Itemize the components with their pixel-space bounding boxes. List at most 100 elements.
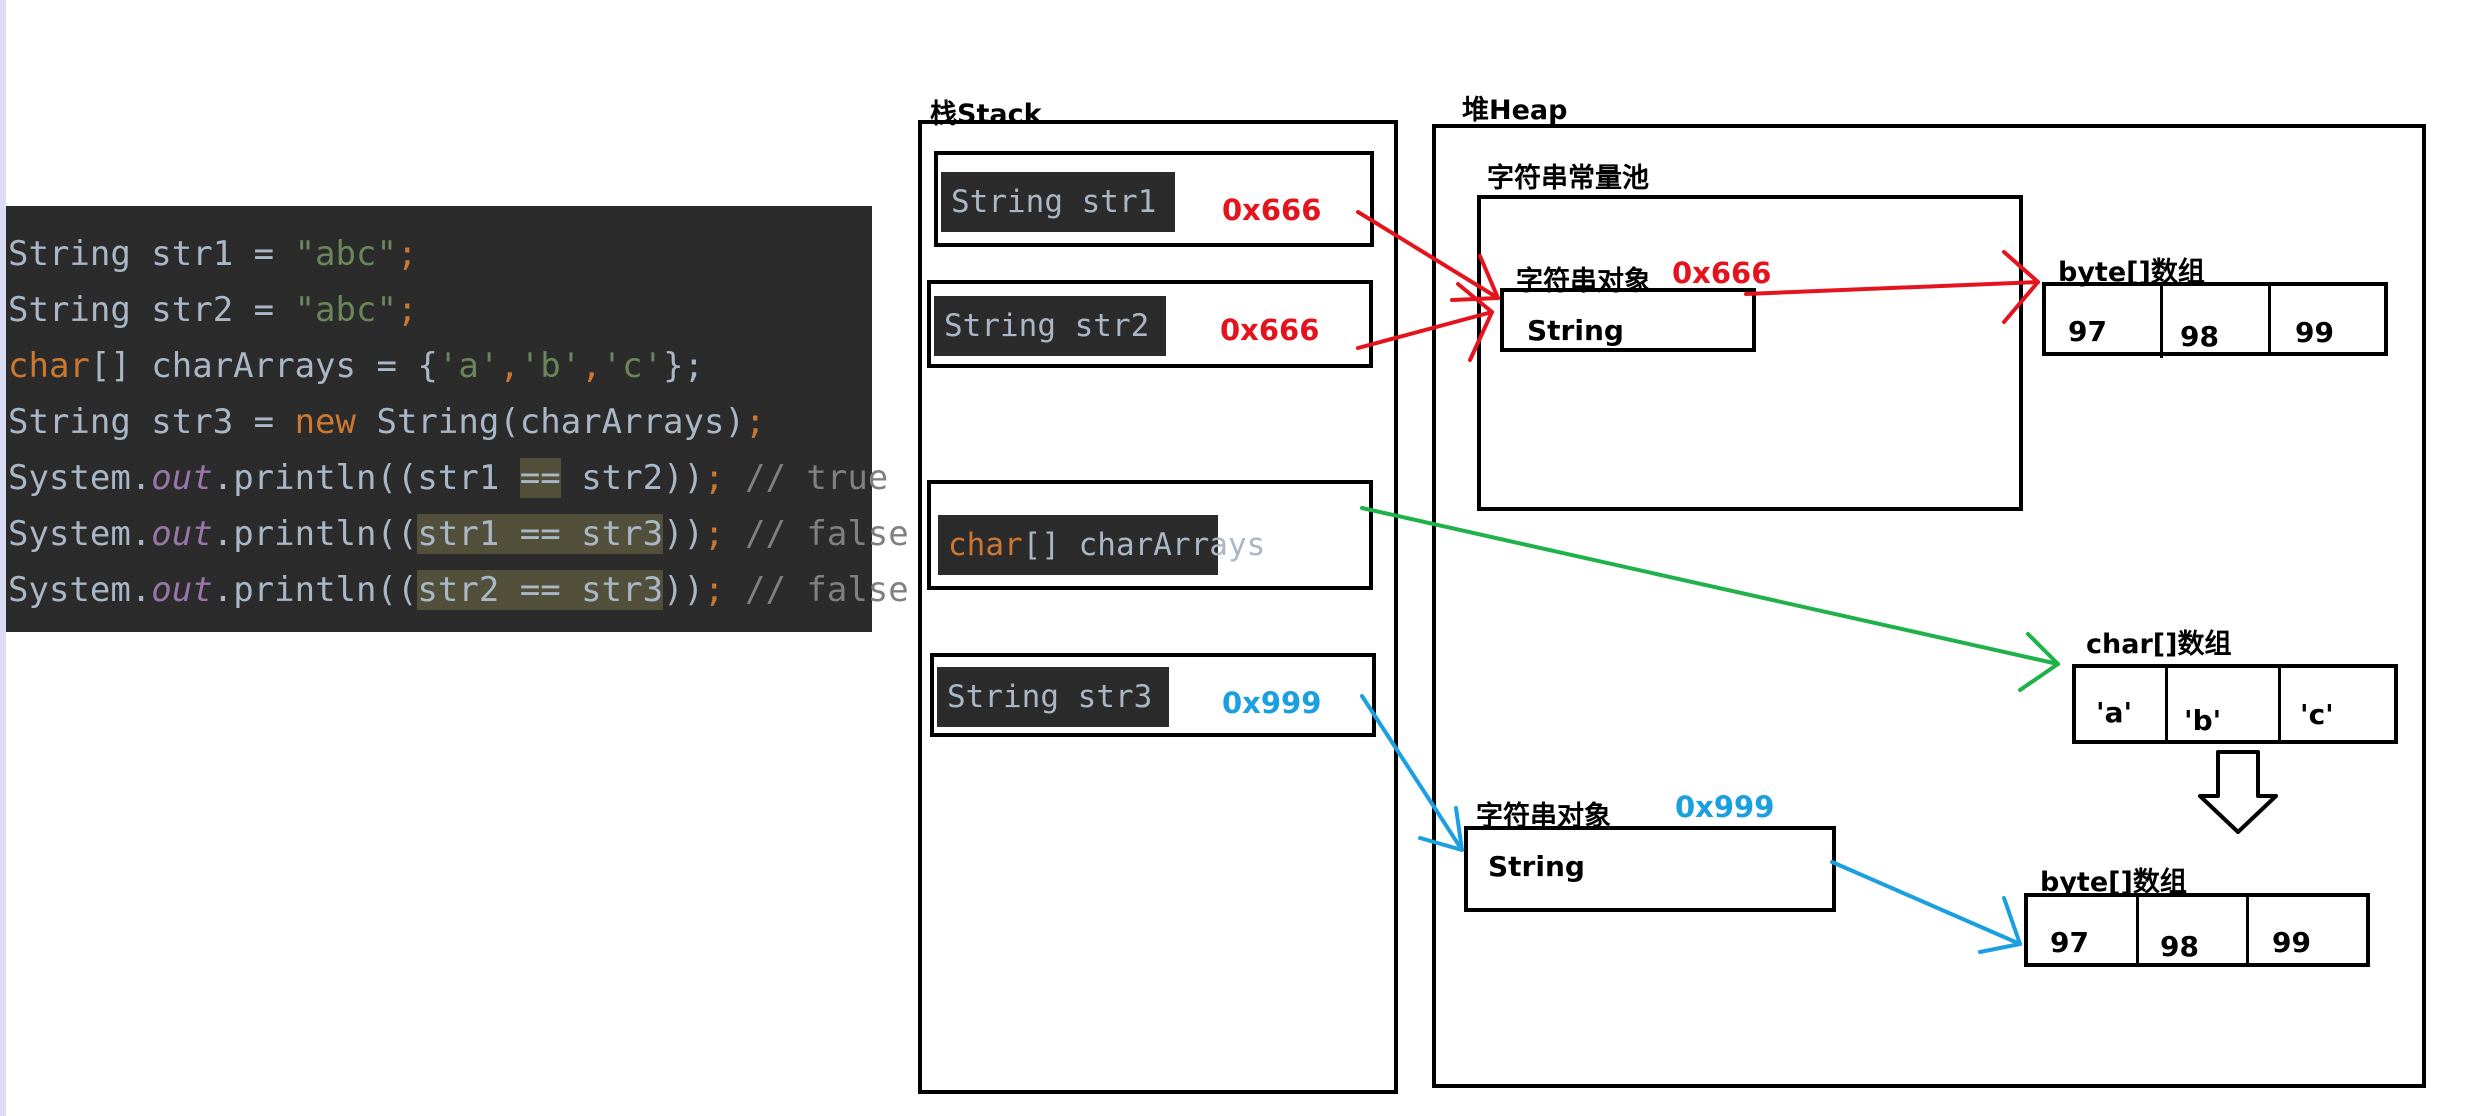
stack-var-str2: String str2 xyxy=(934,296,1166,356)
new-object-to-byte-array-arrow xyxy=(1830,860,2022,954)
stack-var-str3: String str3 xyxy=(937,667,1169,727)
code-line: String str3 = new String(charArrays); xyxy=(6,394,872,450)
code-token: String str1 = xyxy=(8,234,295,274)
code-line: System.out.println((str2 == str3)); // f… xyxy=(6,562,909,618)
code-token: System. xyxy=(8,458,152,498)
pool-string-object-box xyxy=(1500,288,1756,352)
char-array-divider xyxy=(2278,666,2281,742)
str2-reference-arrow xyxy=(1356,282,1494,362)
stack-slot-chararrays xyxy=(927,480,1373,590)
code-token: }; xyxy=(663,346,705,386)
code-line: System.out.println((str1 == str2)); // t… xyxy=(6,450,888,506)
code-token: out xyxy=(151,458,213,498)
code-token: // false xyxy=(744,570,909,610)
pool-byte-cell: 99 xyxy=(2295,316,2334,349)
pool-byte-array-divider xyxy=(2268,284,2271,354)
code-token: , xyxy=(499,346,520,386)
pool-byte-cell: 97 xyxy=(2068,315,2107,348)
new-byte-cell: 97 xyxy=(2050,926,2089,959)
code-token: char xyxy=(8,346,90,386)
str1-reference-arrow xyxy=(1356,210,1500,302)
stack-slot-str3 xyxy=(930,653,1376,737)
code-editor-panel: String str1 = "abc";String str2 = "abc";… xyxy=(6,206,909,632)
code-token: , xyxy=(581,346,602,386)
code-token: "abc" xyxy=(294,234,397,274)
new-string-object-address: 0x999 xyxy=(1675,790,1775,824)
code-token: System. xyxy=(8,514,152,554)
code-token: [] charArrays = { xyxy=(89,346,438,386)
stack-var-chararrays: char[] charArrays xyxy=(938,515,1265,575)
new-byte-array-divider xyxy=(2136,895,2139,965)
code-token: ; xyxy=(704,514,745,554)
code-highlight: str1 == str3 xyxy=(417,514,664,554)
code-token: out xyxy=(151,570,213,610)
code-token: ; xyxy=(396,290,418,330)
stack-slot-str1 xyxy=(934,151,1374,247)
code-line: System.out.println((str1 == str3)); // f… xyxy=(6,506,909,562)
pool-byte-array-divider xyxy=(2160,284,2163,358)
code-token: )) xyxy=(663,514,705,554)
code-token: 'a' xyxy=(437,346,500,386)
string-pool-title: 字符串常量池 xyxy=(1487,163,1649,194)
char-cell: 'c' xyxy=(2300,698,2334,731)
new-byte-array-box xyxy=(2024,893,2370,967)
code-token: String str2 = xyxy=(8,290,295,330)
conversion-down-arrow-icon xyxy=(2198,750,2278,834)
code-token: ; xyxy=(704,458,745,498)
stack-str3-address: 0x999 xyxy=(1222,686,1322,720)
code-highlight: str2 == str3 xyxy=(417,570,664,610)
new-byte-cell: 98 xyxy=(2160,930,2199,963)
code-token: 'b' xyxy=(519,346,582,386)
char-array-divider xyxy=(2165,666,2168,742)
new-byte-array-divider xyxy=(2246,895,2249,965)
str3-reference-arrow xyxy=(1360,694,1464,852)
code-token: 'c' xyxy=(601,346,664,386)
code-highlight: == xyxy=(519,458,561,498)
pool-string-object-address: 0x666 xyxy=(1672,256,1772,290)
code-token: )) xyxy=(663,570,705,610)
pool-byte-array-box xyxy=(2042,282,2388,356)
code-token: System. xyxy=(8,570,152,610)
code-token: String str3 = xyxy=(8,402,295,442)
code-token: .println(( xyxy=(212,514,418,554)
code-line: char[] charArrays = {'a','b','c'}; xyxy=(6,338,872,394)
heap-title: 堆Heap xyxy=(1462,95,1568,126)
code-token: out xyxy=(151,514,213,554)
code-token: ; xyxy=(744,402,766,442)
code-token: new xyxy=(294,402,356,442)
new-string-object-label: String xyxy=(1488,850,1585,883)
stack-str2-address: 0x666 xyxy=(1220,313,1320,347)
string-pool-box xyxy=(1477,195,2023,511)
code-token: // true xyxy=(744,458,889,498)
char-array-title: char[]数组 xyxy=(2086,629,2232,660)
stack-slot-str2 xyxy=(927,280,1373,368)
stack-str1-address: 0x666 xyxy=(1222,193,1322,227)
stack-title: 栈Stack xyxy=(930,99,1042,130)
new-byte-cell: 99 xyxy=(2272,926,2311,959)
char-cell: 'a' xyxy=(2096,696,2133,729)
code-token: .println((str1 xyxy=(212,458,520,498)
char-cell: 'b' xyxy=(2184,704,2222,737)
code-token: .println(( xyxy=(212,570,418,610)
code-token: ; xyxy=(704,570,745,610)
chararrays-type-keyword: char xyxy=(948,527,1023,563)
pool-object-to-byte-array-arrow xyxy=(1744,250,2040,324)
code-line: String str2 = "abc"; xyxy=(6,282,872,338)
pool-string-object-label: String xyxy=(1527,314,1624,347)
new-byte-array-title: byte[]数组 xyxy=(2040,867,2187,898)
code-token: // false xyxy=(744,514,909,554)
code-token: str2)) xyxy=(560,458,705,498)
code-token: String(charArrays) xyxy=(356,402,745,442)
chararrays-reference-arrow xyxy=(1360,506,2060,692)
left-edge-strip xyxy=(0,0,6,1116)
chararrays-name: [] charArrays xyxy=(1022,527,1266,563)
code-token: ; xyxy=(396,234,418,274)
char-array-box xyxy=(2072,664,2398,744)
heap-box xyxy=(1432,124,2426,1088)
stack-var-str1: String str1 xyxy=(941,172,1175,232)
new-string-object-box xyxy=(1464,826,1836,912)
code-line: String str1 = "abc"; xyxy=(6,226,872,282)
code-token: "abc" xyxy=(294,290,397,330)
stack-box xyxy=(918,120,1398,1094)
